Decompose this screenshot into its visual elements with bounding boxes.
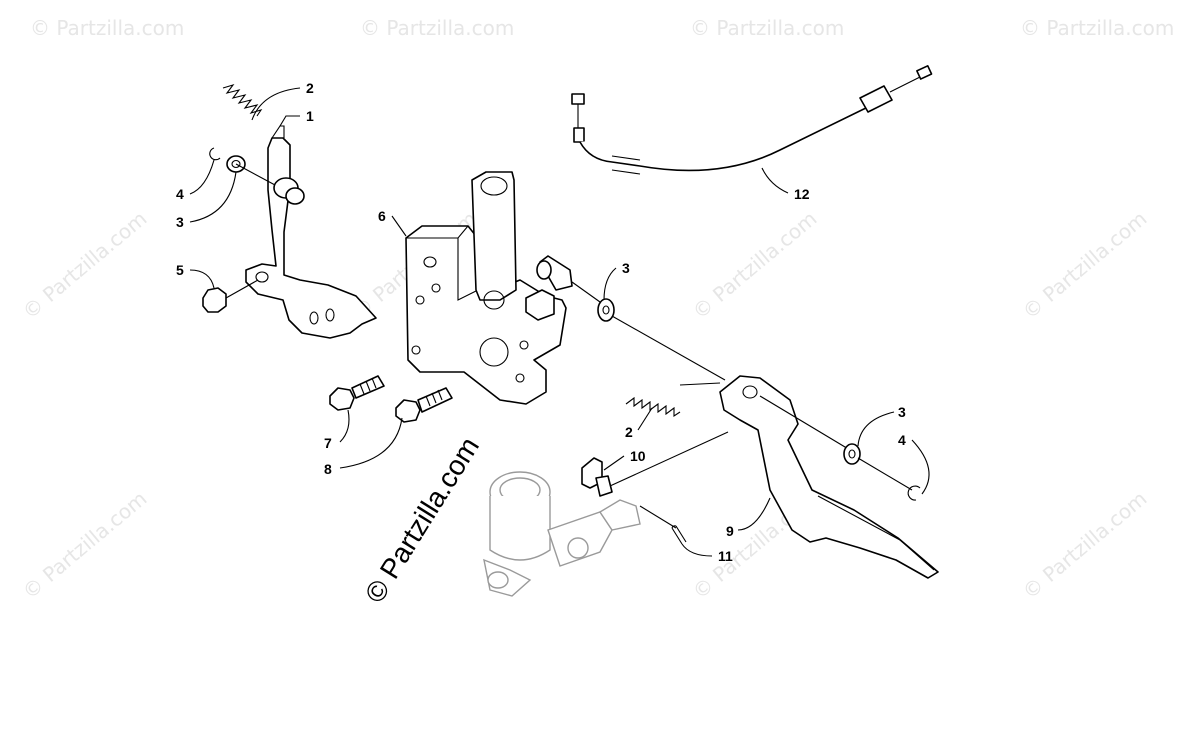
cable-part [571,65,933,175]
watermark: © Partzilla.com [30,16,184,40]
watermark: © Partzilla.com [690,16,844,40]
callout-label: 8 [324,461,332,477]
washer-part-center [571,281,726,381]
clip-and-washer-left [209,147,276,186]
callout-label: 4 [898,432,906,448]
watermark: © Partzilla.com [360,16,514,40]
bolt-part-7 [329,375,385,411]
callout-label: 2 [306,80,314,96]
washer-clip-right [843,443,921,501]
watermark: © Partzilla.com [1018,206,1152,324]
watermark: © Partzilla.com [1018,486,1152,604]
callout-label: 6 [378,208,386,224]
watermark: © Partzilla.com [688,206,822,324]
spring-part-right [625,382,721,418]
callout-label: 12 [794,186,810,202]
bracket-part-left [245,125,377,339]
callout-label: 3 [898,404,906,420]
pedal-part [719,375,939,579]
partzilla-brand-text: © Partzilla.com [359,432,485,608]
callout-label: 2 [625,424,633,440]
callout-label: 1 [306,108,314,124]
master-cylinder-part [483,471,641,597]
watermark: © Partzilla.com [1020,16,1174,40]
callout-label: 4 [176,186,184,202]
leader-lines [189,87,930,557]
callout-label: 3 [176,214,184,230]
callout-label: 5 [176,262,184,278]
nut-part [202,279,259,313]
watermark: © Partzilla.com [18,206,152,324]
callout-label: 10 [630,448,646,464]
spring-part-top [222,83,263,117]
callout-label: 11 [718,548,733,564]
callouts: 2 1 4 3 5 6 3 12 7 8 2 10 3 4 9 11 [176,80,906,564]
callout-label: 3 [622,260,630,276]
watermark: © Partzilla.com [18,486,152,604]
pin-part [581,431,729,497]
cotter-pin-part [639,505,687,545]
callout-label: 9 [726,523,734,539]
callout-label: 7 [324,435,332,451]
bolt-part-8 [395,387,453,423]
mount-block-part [405,171,573,405]
